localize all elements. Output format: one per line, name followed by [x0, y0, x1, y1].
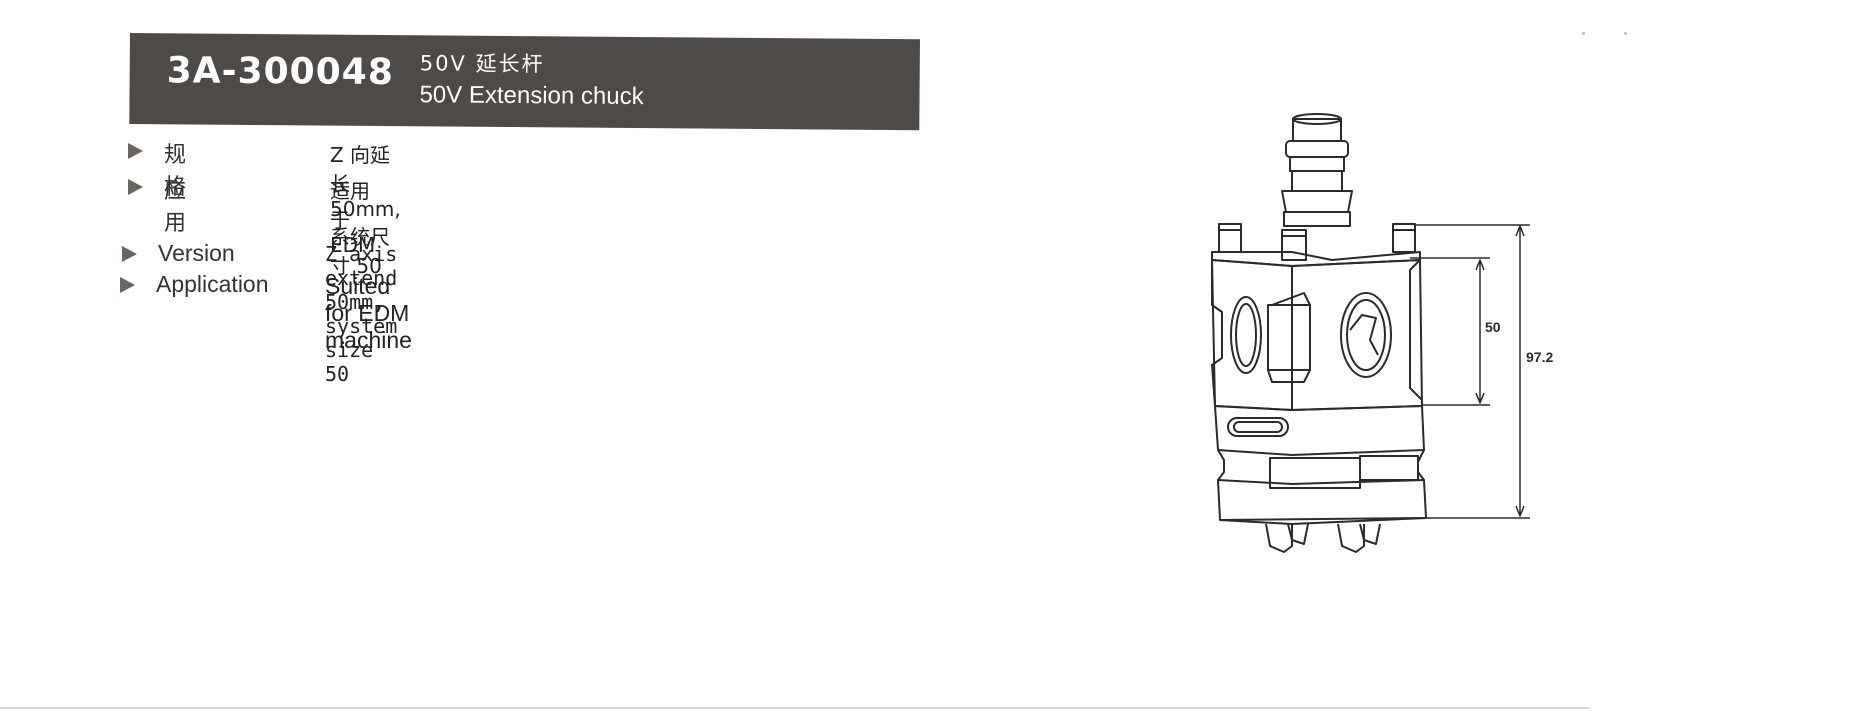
bottom-divider: [0, 707, 1590, 709]
spec-value: Z axis extend 50mm, system size 50: [325, 242, 398, 386]
product-title-cn: 50V 延长杆: [419, 51, 545, 77]
bullet-arrow-icon: [122, 246, 137, 262]
chuck-bottom-pins: [1265, 523, 1381, 553]
bullet-arrow-icon: [120, 277, 135, 293]
dimension-lines: [1410, 224, 1530, 519]
bullet-arrow-icon: [128, 143, 143, 159]
scan-speck: [1582, 32, 1585, 35]
chuck-body: [1211, 251, 1423, 411]
part-number: 3A-300048: [166, 50, 395, 94]
dimension-label-inner: 50: [1485, 319, 1501, 335]
spec-label: 应用: [164, 179, 197, 236]
scan-speck: [1624, 32, 1627, 35]
dimension-label-overall: 97.2: [1526, 349, 1553, 365]
chuck-spigot: [1281, 113, 1353, 227]
extension-chuck-drawing: 50 97.2: [1211, 113, 1553, 553]
chuck-base: [1214, 405, 1427, 525]
spec-label: Version: [158, 240, 235, 266]
bullet-arrow-icon: [128, 179, 143, 195]
spec-value: 适用于 EDM: [330, 179, 376, 257]
spec-label: 规格: [164, 143, 197, 200]
spec-label: Application: [156, 271, 269, 297]
product-title-en: 50V Extension chuck: [419, 81, 644, 111]
spec-value: Suited for EDM machine: [325, 273, 412, 353]
spec-value: Z 向延长 50mm, 系统尺寸 50: [330, 143, 401, 278]
header-bar: 3A-300048 50V 延长杆 50V Extension chuck: [129, 33, 920, 131]
